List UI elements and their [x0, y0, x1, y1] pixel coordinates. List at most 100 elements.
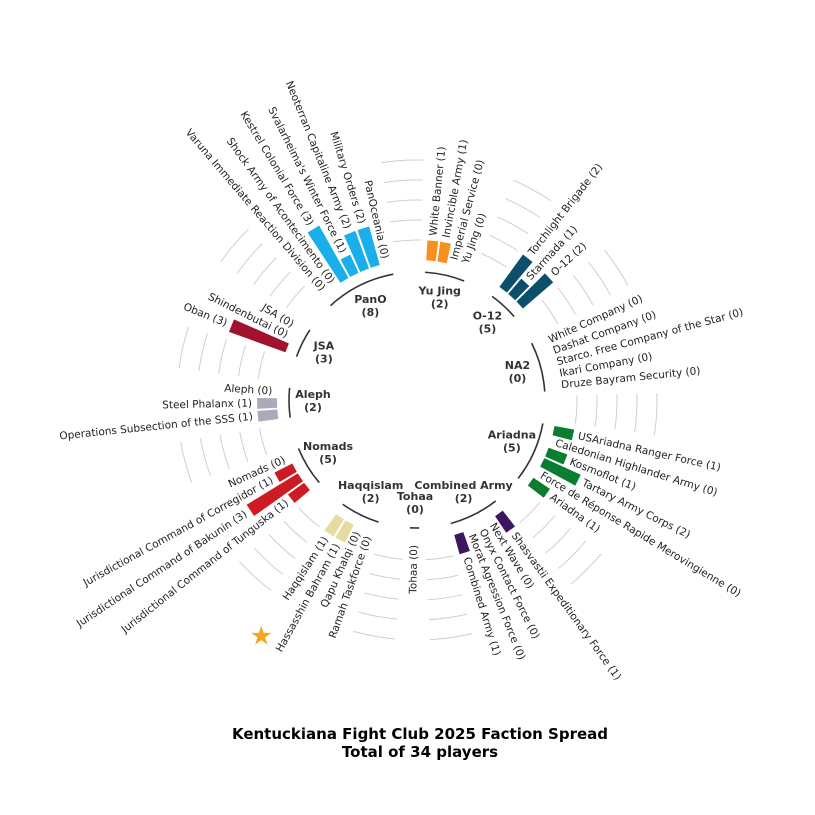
- gridline: [497, 216, 529, 235]
- gridline: [269, 271, 291, 297]
- gridline: [239, 561, 272, 591]
- group-label: O-12(5): [473, 309, 502, 335]
- gridline: [238, 345, 246, 377]
- gridline: [218, 339, 227, 374]
- group-label: Yu Jing(2): [418, 285, 461, 311]
- gridline: [392, 239, 422, 243]
- gridline: [285, 285, 305, 308]
- group-name: JSA: [313, 340, 335, 353]
- group-label: JSA(3): [313, 340, 335, 366]
- group-label: Tohaa(0): [397, 490, 433, 516]
- gridline: [374, 553, 403, 560]
- chart-subtitle: Total of 34 players: [342, 743, 498, 761]
- gridline: [283, 520, 308, 544]
- gridline: [389, 219, 422, 223]
- gridline: [383, 179, 423, 183]
- gridline: [505, 198, 540, 218]
- bar: [335, 520, 354, 543]
- bar: [552, 425, 575, 441]
- gridline: [386, 199, 423, 203]
- group-label: Nomads(5): [303, 440, 354, 466]
- group-name: Yu Jing: [418, 285, 461, 298]
- bars: [228, 225, 581, 555]
- group-arc: [297, 448, 320, 484]
- group-total: (3): [315, 353, 333, 366]
- gridline: [574, 395, 578, 424]
- group-name: Aleph: [295, 388, 330, 401]
- gridline: [489, 234, 518, 251]
- gridline: [219, 434, 230, 470]
- bar: [516, 273, 554, 309]
- item-label: Aleph (0): [224, 383, 273, 398]
- gridline: [426, 574, 459, 581]
- gridline: [178, 326, 189, 369]
- bar: [257, 409, 279, 422]
- gridline: [358, 611, 397, 620]
- group-name: Nomads: [303, 440, 354, 453]
- bar: [540, 458, 581, 486]
- gridline: [541, 299, 559, 325]
- gridline: [481, 253, 507, 268]
- gridline: [363, 592, 399, 600]
- bar: [257, 398, 278, 409]
- bar: [499, 254, 533, 293]
- group-arc: [530, 342, 546, 392]
- item-label: Operations Subsection of the SSS (1): [59, 411, 254, 443]
- gridline: [381, 159, 424, 164]
- gridline: [519, 502, 541, 523]
- group-arc: [425, 271, 465, 282]
- bar: [426, 240, 439, 262]
- bar: [324, 514, 344, 537]
- bar: [307, 225, 349, 283]
- bar: [454, 532, 470, 555]
- gridline: [257, 351, 266, 380]
- gridline: [604, 249, 629, 286]
- gridline: [298, 507, 320, 528]
- star-icon: ★: [250, 621, 273, 651]
- group-name: Haqqislam: [338, 479, 403, 492]
- group-arc: [295, 329, 311, 357]
- bar: [228, 319, 289, 353]
- gridline: [558, 540, 587, 569]
- group-arc: [342, 503, 379, 523]
- bar: [508, 278, 530, 301]
- group-total: (5): [479, 322, 497, 335]
- group-label: PanO(8): [354, 293, 386, 319]
- group-label: Aleph(2): [295, 388, 330, 414]
- gridline: [429, 633, 473, 641]
- gridline: [236, 243, 263, 274]
- item-label: Steel Phalanx (1): [162, 398, 252, 412]
- gridline: [239, 431, 249, 463]
- bar: [495, 510, 516, 533]
- gridline: [572, 274, 594, 305]
- chart-title: Kentuckiana Fight Club 2025 Faction Spre…: [232, 725, 608, 743]
- gridline: [353, 630, 396, 640]
- gridline: [653, 392, 658, 436]
- group-name: NA2: [505, 359, 530, 372]
- bar: [287, 482, 310, 504]
- group-arc: [329, 273, 394, 307]
- group-total: (2): [455, 492, 473, 505]
- group-name: Combined Army: [414, 479, 512, 492]
- group-label: Combined Army(2): [414, 479, 512, 505]
- gridline: [180, 441, 193, 483]
- gridline: [253, 547, 284, 575]
- gridline: [198, 332, 208, 372]
- bar: [527, 477, 551, 498]
- gridline: [220, 228, 249, 262]
- gridline: [268, 534, 296, 559]
- group-arc: [517, 423, 544, 479]
- bar: [274, 463, 297, 483]
- group-label: NA2(0): [505, 359, 530, 385]
- gridline: [614, 394, 618, 430]
- group-total: (2): [304, 401, 322, 414]
- gridline: [427, 594, 463, 601]
- gridline: [588, 262, 611, 296]
- group-total: (2): [362, 492, 380, 505]
- gridline: [594, 394, 598, 427]
- gridline: [513, 179, 551, 202]
- bar: [246, 473, 303, 517]
- gridline: [253, 257, 277, 285]
- bar: [437, 241, 451, 264]
